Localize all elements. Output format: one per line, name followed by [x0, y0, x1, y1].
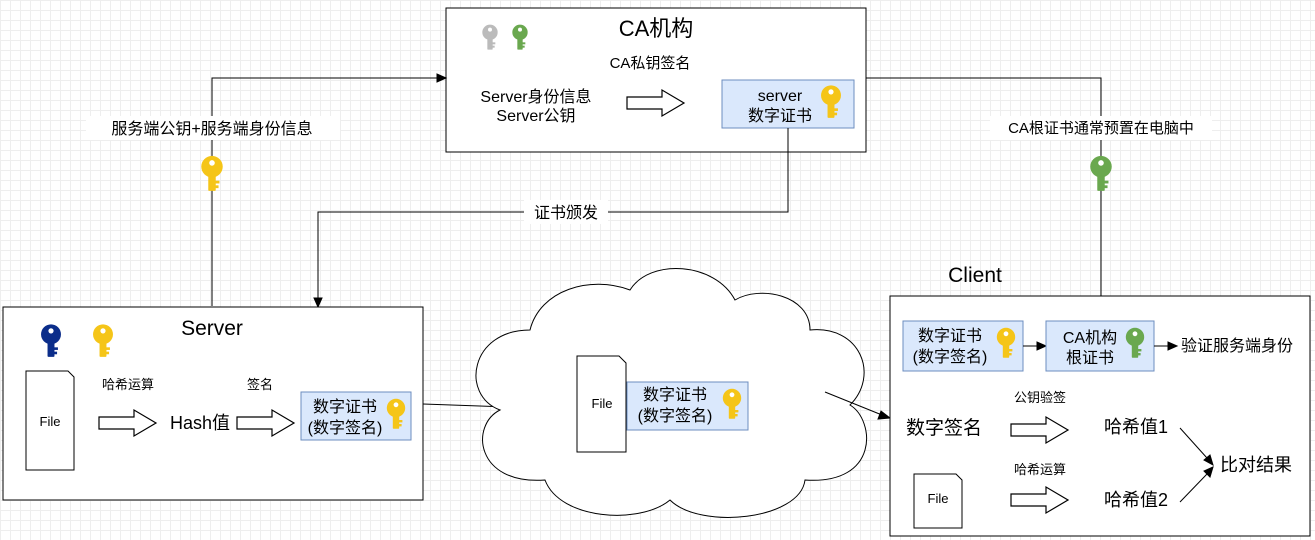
client-cert-line1: 数字证书: [918, 327, 982, 345]
client-file-label: File: [928, 491, 949, 506]
edge-send-label: 服务端公钥+服务端身份信息: [111, 120, 312, 138]
cloud-cert-line1: 数字证书: [643, 386, 707, 404]
ca-sign-label: CA私钥签名: [610, 55, 691, 72]
edge-issue-label: 证书颁发: [534, 204, 598, 222]
cloud-file-icon: [576, 355, 627, 453]
gold-key-icon: [201, 155, 223, 191]
server-pubkey-label: Server公钥: [496, 107, 575, 125]
edge-root-label: CA根证书通常预置在电脑中: [1008, 120, 1194, 137]
server-hash-value: Hash值: [170, 413, 230, 433]
edge-cloud-to-client: [824, 391, 892, 420]
ca-cert-line1: server: [758, 88, 803, 105]
client-verify-label: 验证服务端身份: [1181, 337, 1293, 355]
ca-title: CA机构: [619, 16, 694, 41]
client-node: Client 数字证书 (数字签名) CA机构 根证书 验证服务端身份 数字签名…: [889, 264, 1311, 537]
server-info-label: Server身份信息: [480, 88, 591, 106]
client-signature-label: 数字签名: [906, 417, 982, 439]
edge-cert-issue: 证书颁发: [313, 128, 789, 309]
client-hash1: 哈希值1: [1104, 417, 1168, 437]
edge-root-preset: CA根证书通常预置在电脑中: [866, 77, 1212, 323]
client-file-icon: [913, 473, 963, 529]
server-cert-line1: 数字证书: [313, 398, 377, 416]
server-file-label: File: [40, 414, 61, 429]
client-compare-result: 比对结果: [1220, 455, 1292, 475]
client-pubkey-verify: 公钥验签: [1014, 390, 1066, 405]
server-node: Server File 哈希运算 Hash值 签名 数字证书 (数字签名): [2, 306, 424, 501]
server-cert-line2: (数字签名): [308, 419, 383, 437]
ca-node: CA机构 CA私钥签名 Server身份信息 Server公钥 server 数…: [445, 7, 867, 153]
server-sign-op: 签名: [247, 377, 273, 392]
server-hash-op: 哈希运算: [102, 377, 154, 392]
client-cert-line2: (数字签名): [913, 348, 988, 366]
cloud-cert-line2: (数字签名): [638, 407, 713, 425]
client-root-line1: CA机构: [1063, 329, 1117, 347]
network-cloud: File 数字证书 (数字签名): [475, 268, 867, 518]
client-hash-op: 哈希运算: [1014, 462, 1066, 477]
edge-server-to-ca: 服务端公钥+服务端身份信息: [86, 73, 448, 306]
client-title: Client: [948, 264, 1002, 287]
green-key-icon: [1090, 155, 1112, 191]
client-root-line2: 根证书: [1066, 349, 1114, 367]
server-file-icon: [25, 370, 75, 471]
client-hash2: 哈希值2: [1104, 490, 1168, 510]
ca-cert-line2: 数字证书: [748, 107, 812, 125]
cloud-file-label: File: [592, 396, 613, 411]
server-title: Server: [181, 317, 243, 340]
